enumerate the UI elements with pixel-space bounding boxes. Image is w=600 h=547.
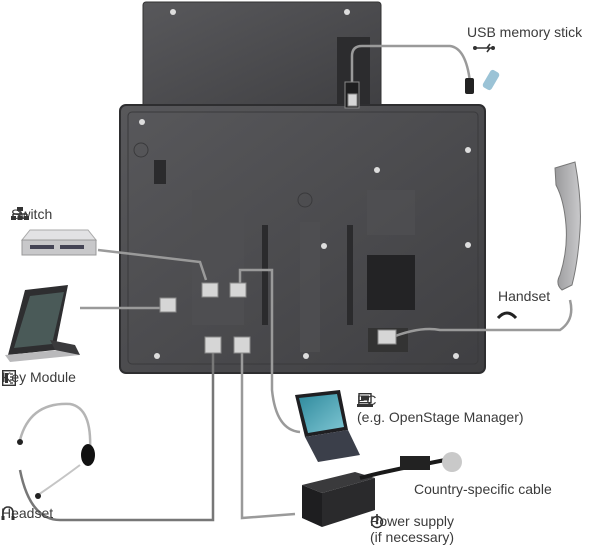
- handset-label: Handset: [498, 288, 551, 304]
- power-cable: [240, 350, 296, 520]
- switch-illustration: [20, 229, 98, 256]
- handset-illustration: [554, 161, 581, 291]
- cables: [18, 44, 573, 522]
- pc-cable: [238, 268, 301, 434]
- power-sublabel: (if necessary): [370, 529, 455, 545]
- pc-sublabel: (e.g. OpenStage Manager): [357, 409, 524, 425]
- power-label: Power supply: [370, 513, 455, 529]
- handset-cable: [389, 299, 573, 340]
- switch-label: Switch: [11, 206, 53, 222]
- pc-label: PC: [357, 393, 384, 408]
- cable-label: Country-specific cable: [414, 481, 552, 497]
- usb-stick-illustration: [465, 69, 500, 94]
- usb-cable: [350, 44, 472, 92]
- phone-top-panel: [142, 1, 382, 117]
- usb-label: USB memory stick: [467, 24, 583, 40]
- phone-base: [119, 104, 486, 374]
- headset-illustration: [17, 402, 95, 499]
- connectors: [159, 81, 397, 354]
- switch-cable: [97, 248, 208, 281]
- headset-cable: [18, 350, 215, 522]
- power-supply-illustration: [302, 452, 462, 527]
- headset-label: Headset: [1, 505, 54, 521]
- key-module-illustration: [5, 285, 80, 362]
- laptop-illustration: [295, 390, 360, 462]
- key-module-label: Key Module: [2, 369, 76, 386]
